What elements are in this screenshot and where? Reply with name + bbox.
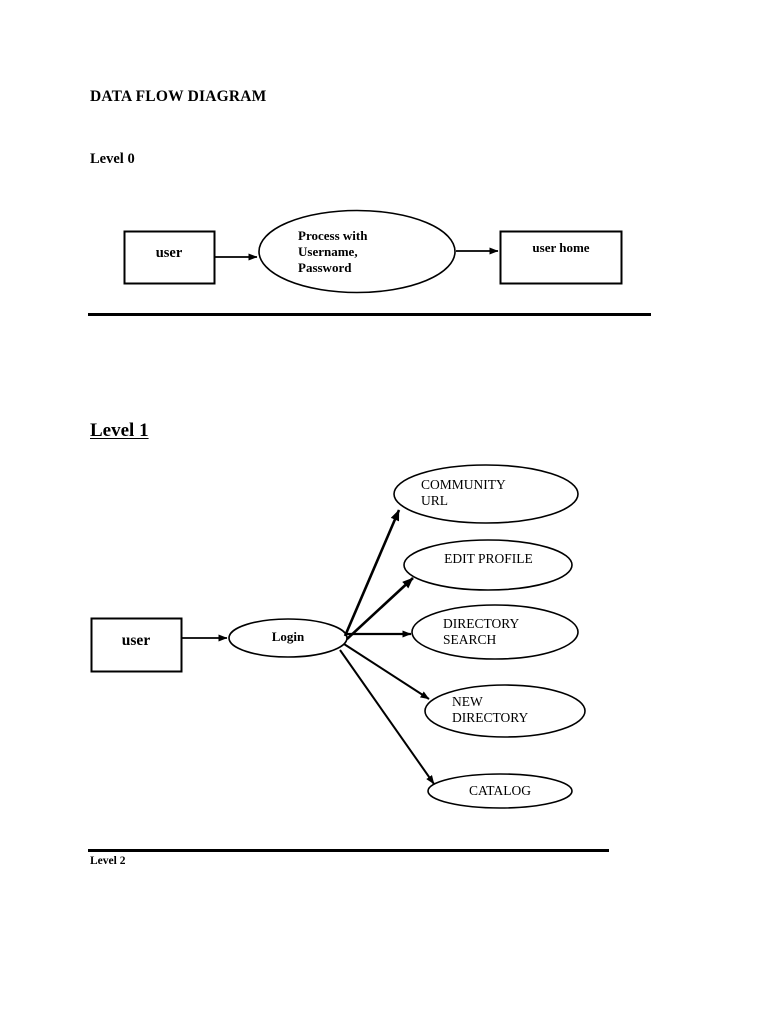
level1-flow-login-to-edit-profile — [346, 577, 414, 640]
level1-directory-search-label: DIRECTORY SEARCH — [443, 616, 520, 648]
level1-user-label: user — [121, 632, 151, 649]
level1-flow-login-to-community-url — [343, 509, 401, 637]
level0-user-home-label: user home — [532, 240, 590, 255]
level1-catalog-label: CATALOG — [469, 783, 531, 798]
level1-community-url-label: COMMUNITY URL — [421, 477, 506, 509]
level-0-heading: Level 0 — [90, 151, 135, 167]
page-title: DATA FLOW DIAGRAM — [90, 88, 267, 105]
level-1-heading: Level 1 — [90, 420, 149, 441]
level0-process-label: Process with Username, Password — [298, 228, 368, 275]
level1-edit-profile-label: EDIT PROFILE — [444, 551, 533, 566]
level1-login-label: Login — [271, 629, 305, 644]
section-divider-level-2 — [88, 849, 609, 852]
level1-flow-login-to-new-directory — [343, 643, 430, 700]
level1-flow-login-to-catalog — [339, 649, 435, 785]
level0-user-label: user — [155, 245, 183, 261]
level1-new-directory-label: NEW DIRECTORY — [452, 694, 529, 726]
section-divider-level-0 — [88, 313, 651, 316]
level-2-heading: Level 2 — [90, 855, 126, 867]
